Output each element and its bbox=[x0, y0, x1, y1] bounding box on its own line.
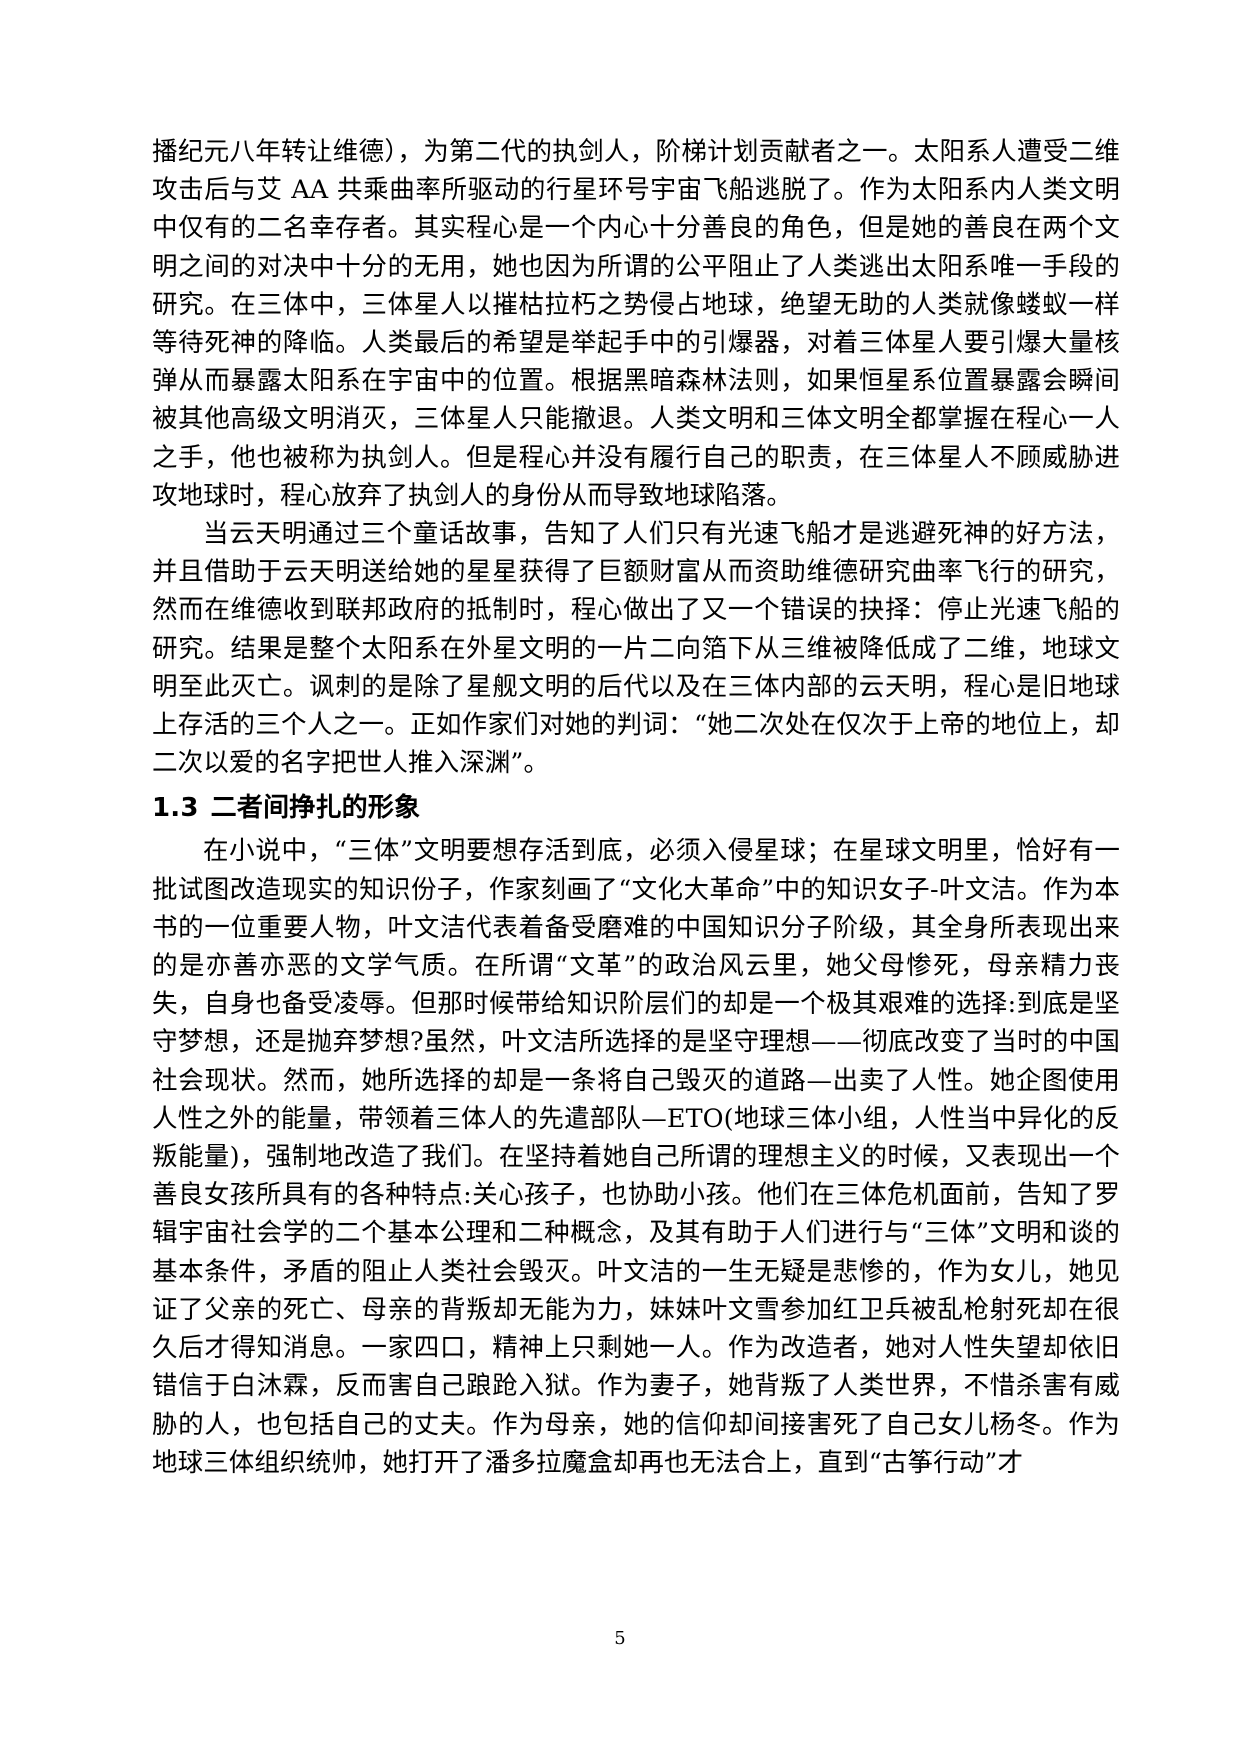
page-number: 5 bbox=[614, 1628, 626, 1649]
section-heading-title: 二者间挣扎的形象 bbox=[210, 793, 421, 824]
body-paragraph-1: 播纪元八年转让维德），为第二代的执剑人，阶梯计划贡献者之一。太阳系人遭受二维攻击… bbox=[152, 137, 1120, 511]
body-paragraph-2: 当云天明通过三个童话故事，告知了人们只有光速飞船才是逃避死神的好方法，并且借助于… bbox=[152, 519, 1120, 779]
page-content: 播纪元八年转让维德），为第二代的执剑人，阶梯计划贡献者之一。太阳系人遭受二维攻击… bbox=[152, 133, 1120, 1482]
body-paragraph-3: 在小说中，“三体”文明要想存活到底，必须入侵星球；在星球文明里，恰好有一批试图改… bbox=[152, 836, 1120, 1478]
section-heading: 1.3 二者间挣扎的形象 bbox=[152, 788, 1120, 828]
section-heading-number: 1.3 bbox=[152, 793, 199, 824]
